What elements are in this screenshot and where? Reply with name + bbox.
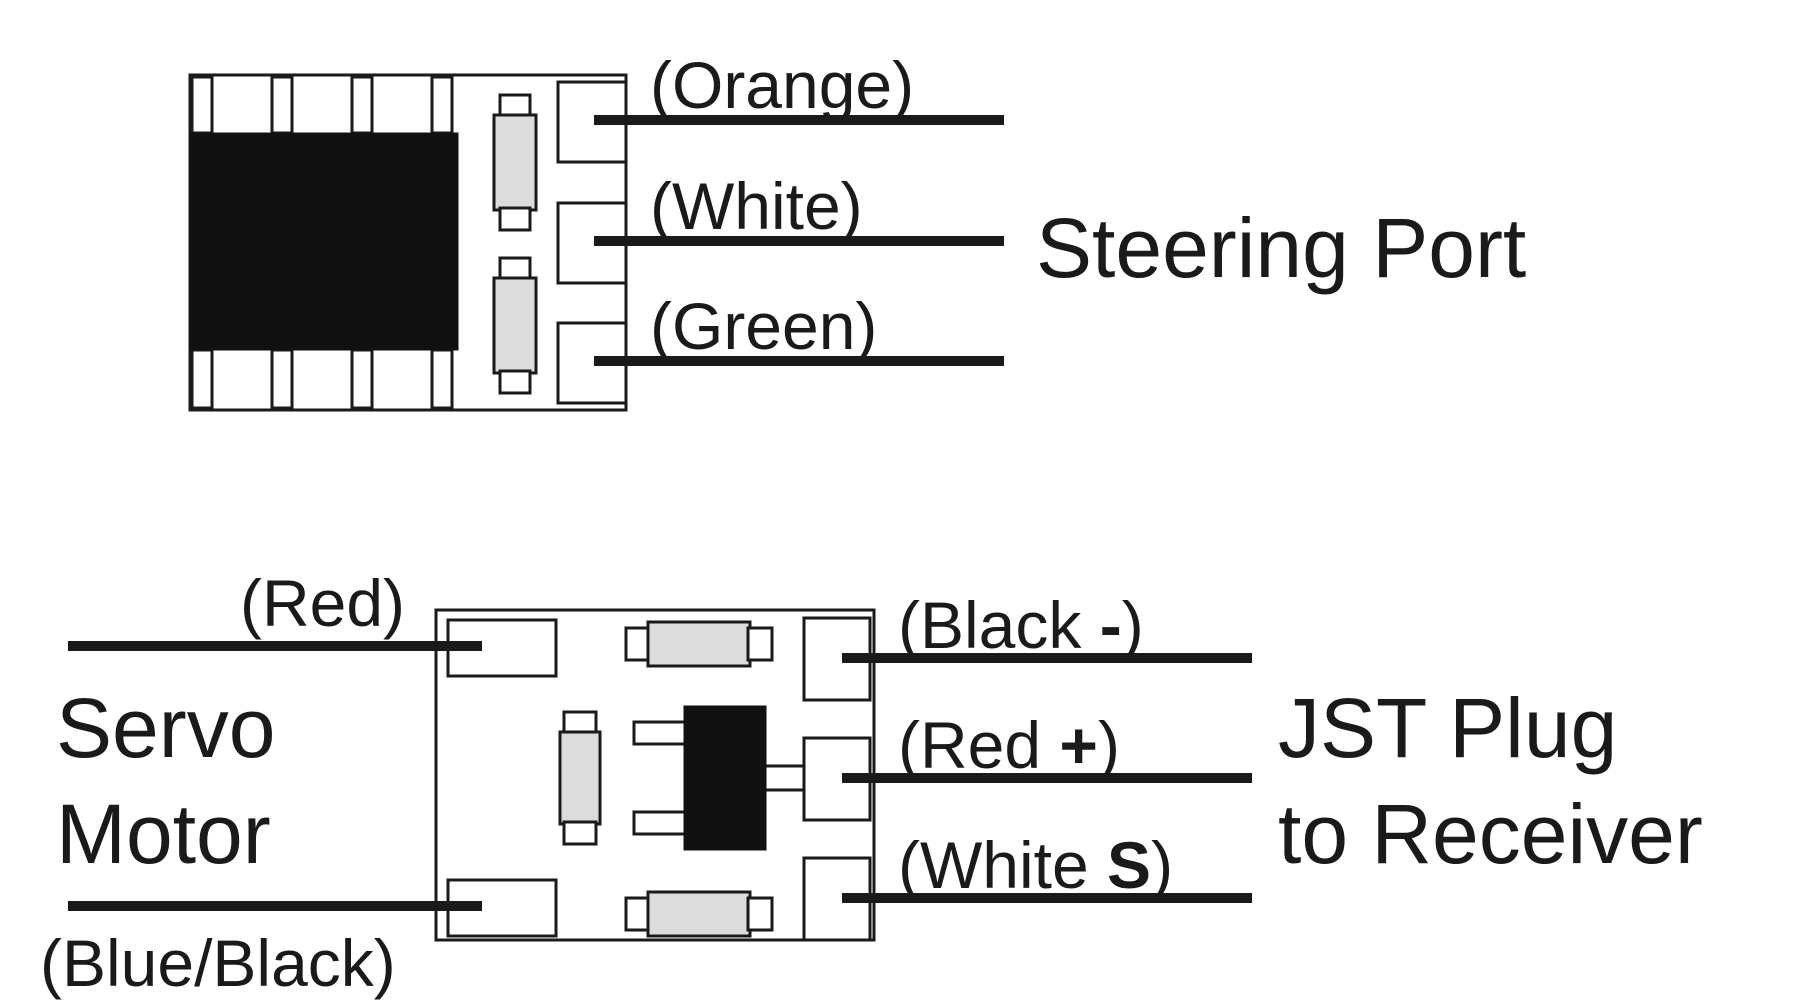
resistor-end	[746, 896, 774, 932]
resistor	[558, 730, 602, 826]
resistor	[492, 113, 538, 212]
bottom-wires	[68, 641, 1252, 911]
solder-pad	[802, 616, 872, 702]
steering-port-label: Steering Port	[1036, 201, 1527, 295]
resistor	[492, 276, 538, 375]
plus-symbol: +	[1059, 708, 1098, 782]
transistor-leg	[632, 810, 688, 836]
top-board	[188, 73, 628, 412]
resistor	[646, 620, 752, 668]
signal-symbol: S	[1107, 828, 1152, 902]
bottom-board	[434, 608, 876, 942]
resistor-end	[562, 820, 598, 846]
transistor-leg	[632, 720, 688, 746]
resistor-end	[624, 626, 652, 662]
solder-pad	[556, 80, 628, 164]
resistor	[646, 890, 752, 938]
wire-label-white-jst: (White S)	[898, 828, 1174, 902]
resistor-end	[624, 896, 652, 932]
resistor-end	[498, 369, 532, 395]
ic-pin	[270, 348, 294, 410]
ic-pin	[270, 75, 294, 135]
minus-symbol: -	[1099, 588, 1122, 662]
wire-label-red-servo: (Red)	[240, 566, 406, 640]
ic-pin	[190, 348, 214, 410]
to-receiver-label: to Receiver	[1278, 787, 1703, 881]
ic-pin	[350, 348, 374, 410]
transistor-tab	[762, 764, 806, 792]
ic-chip	[189, 132, 459, 351]
resistor-end	[498, 206, 532, 232]
ic-pin	[350, 75, 374, 135]
top-wires	[594, 115, 1004, 366]
wire-label-white: (White)	[650, 169, 863, 243]
ic-pin	[190, 75, 214, 135]
transistor-body	[683, 705, 767, 851]
ic-pin	[430, 348, 454, 410]
servo-label: Servo	[56, 681, 276, 775]
resistor-end	[746, 626, 774, 662]
jst-plug-label: JST Plug	[1278, 681, 1618, 775]
wire-label-blue-black: (Blue/Black)	[40, 926, 396, 1000]
ic-pin	[430, 75, 454, 135]
wire-label-green: (Green)	[650, 289, 878, 363]
wire-label-orange: (Orange)	[650, 48, 915, 122]
motor-label: Motor	[56, 787, 271, 881]
wire-label-red-jst: (Red +)	[898, 708, 1120, 782]
wire-label-black-jst: (Black -)	[898, 588, 1144, 662]
